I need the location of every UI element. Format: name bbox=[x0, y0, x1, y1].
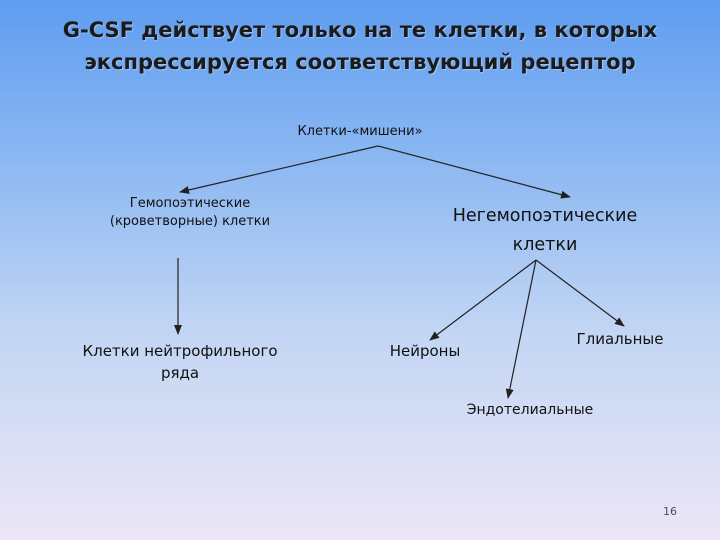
node-neutrophil-cells: Клетки нейтрофильного ряда bbox=[40, 340, 320, 384]
arrow-non-hemopoietic-to-neurons bbox=[429, 259, 537, 341]
arrow-root-to-hemopoietic bbox=[179, 145, 379, 194]
node-target-cells: Клетки-«мишени» bbox=[297, 124, 423, 139]
page-number: 16 bbox=[663, 505, 677, 518]
title-line-1: G-CSF действует только на те клетки, в к… bbox=[62, 18, 658, 42]
arrow-root-to-non-hemopoietic bbox=[377, 145, 571, 199]
node-non-hemopoietic-cells: Негемопоэтические клетки bbox=[410, 202, 680, 260]
non-hemopoietic-line-2: клетки bbox=[512, 235, 578, 255]
non-hemopoietic-line-1: Негемопоэтические bbox=[452, 206, 638, 226]
neutrophil-line-2: ряда bbox=[160, 364, 200, 382]
node-glial: Глиальные bbox=[576, 330, 664, 348]
slide-title: G-CSF действует только на те клетки, в к… bbox=[30, 14, 690, 78]
hemopoietic-line-1: Гемопоэтические bbox=[129, 196, 251, 211]
node-neurons: Нейроны bbox=[389, 342, 461, 360]
node-endothelial: Эндотелиальные bbox=[466, 402, 594, 418]
hemopoietic-line-2: (кроветворные) клетки bbox=[109, 214, 271, 229]
neutrophil-line-1: Клетки нейтрофильного bbox=[82, 342, 278, 360]
arrow-non-hemopoietic-to-glial bbox=[535, 259, 625, 327]
node-hemopoietic-cells: Гемопоэтические (кроветворные) клетки bbox=[70, 195, 310, 231]
arrow-non-hemopoietic-to-endothelial bbox=[505, 259, 537, 399]
title-line-2: экспрессируется соответствующий рецептор bbox=[84, 50, 636, 74]
